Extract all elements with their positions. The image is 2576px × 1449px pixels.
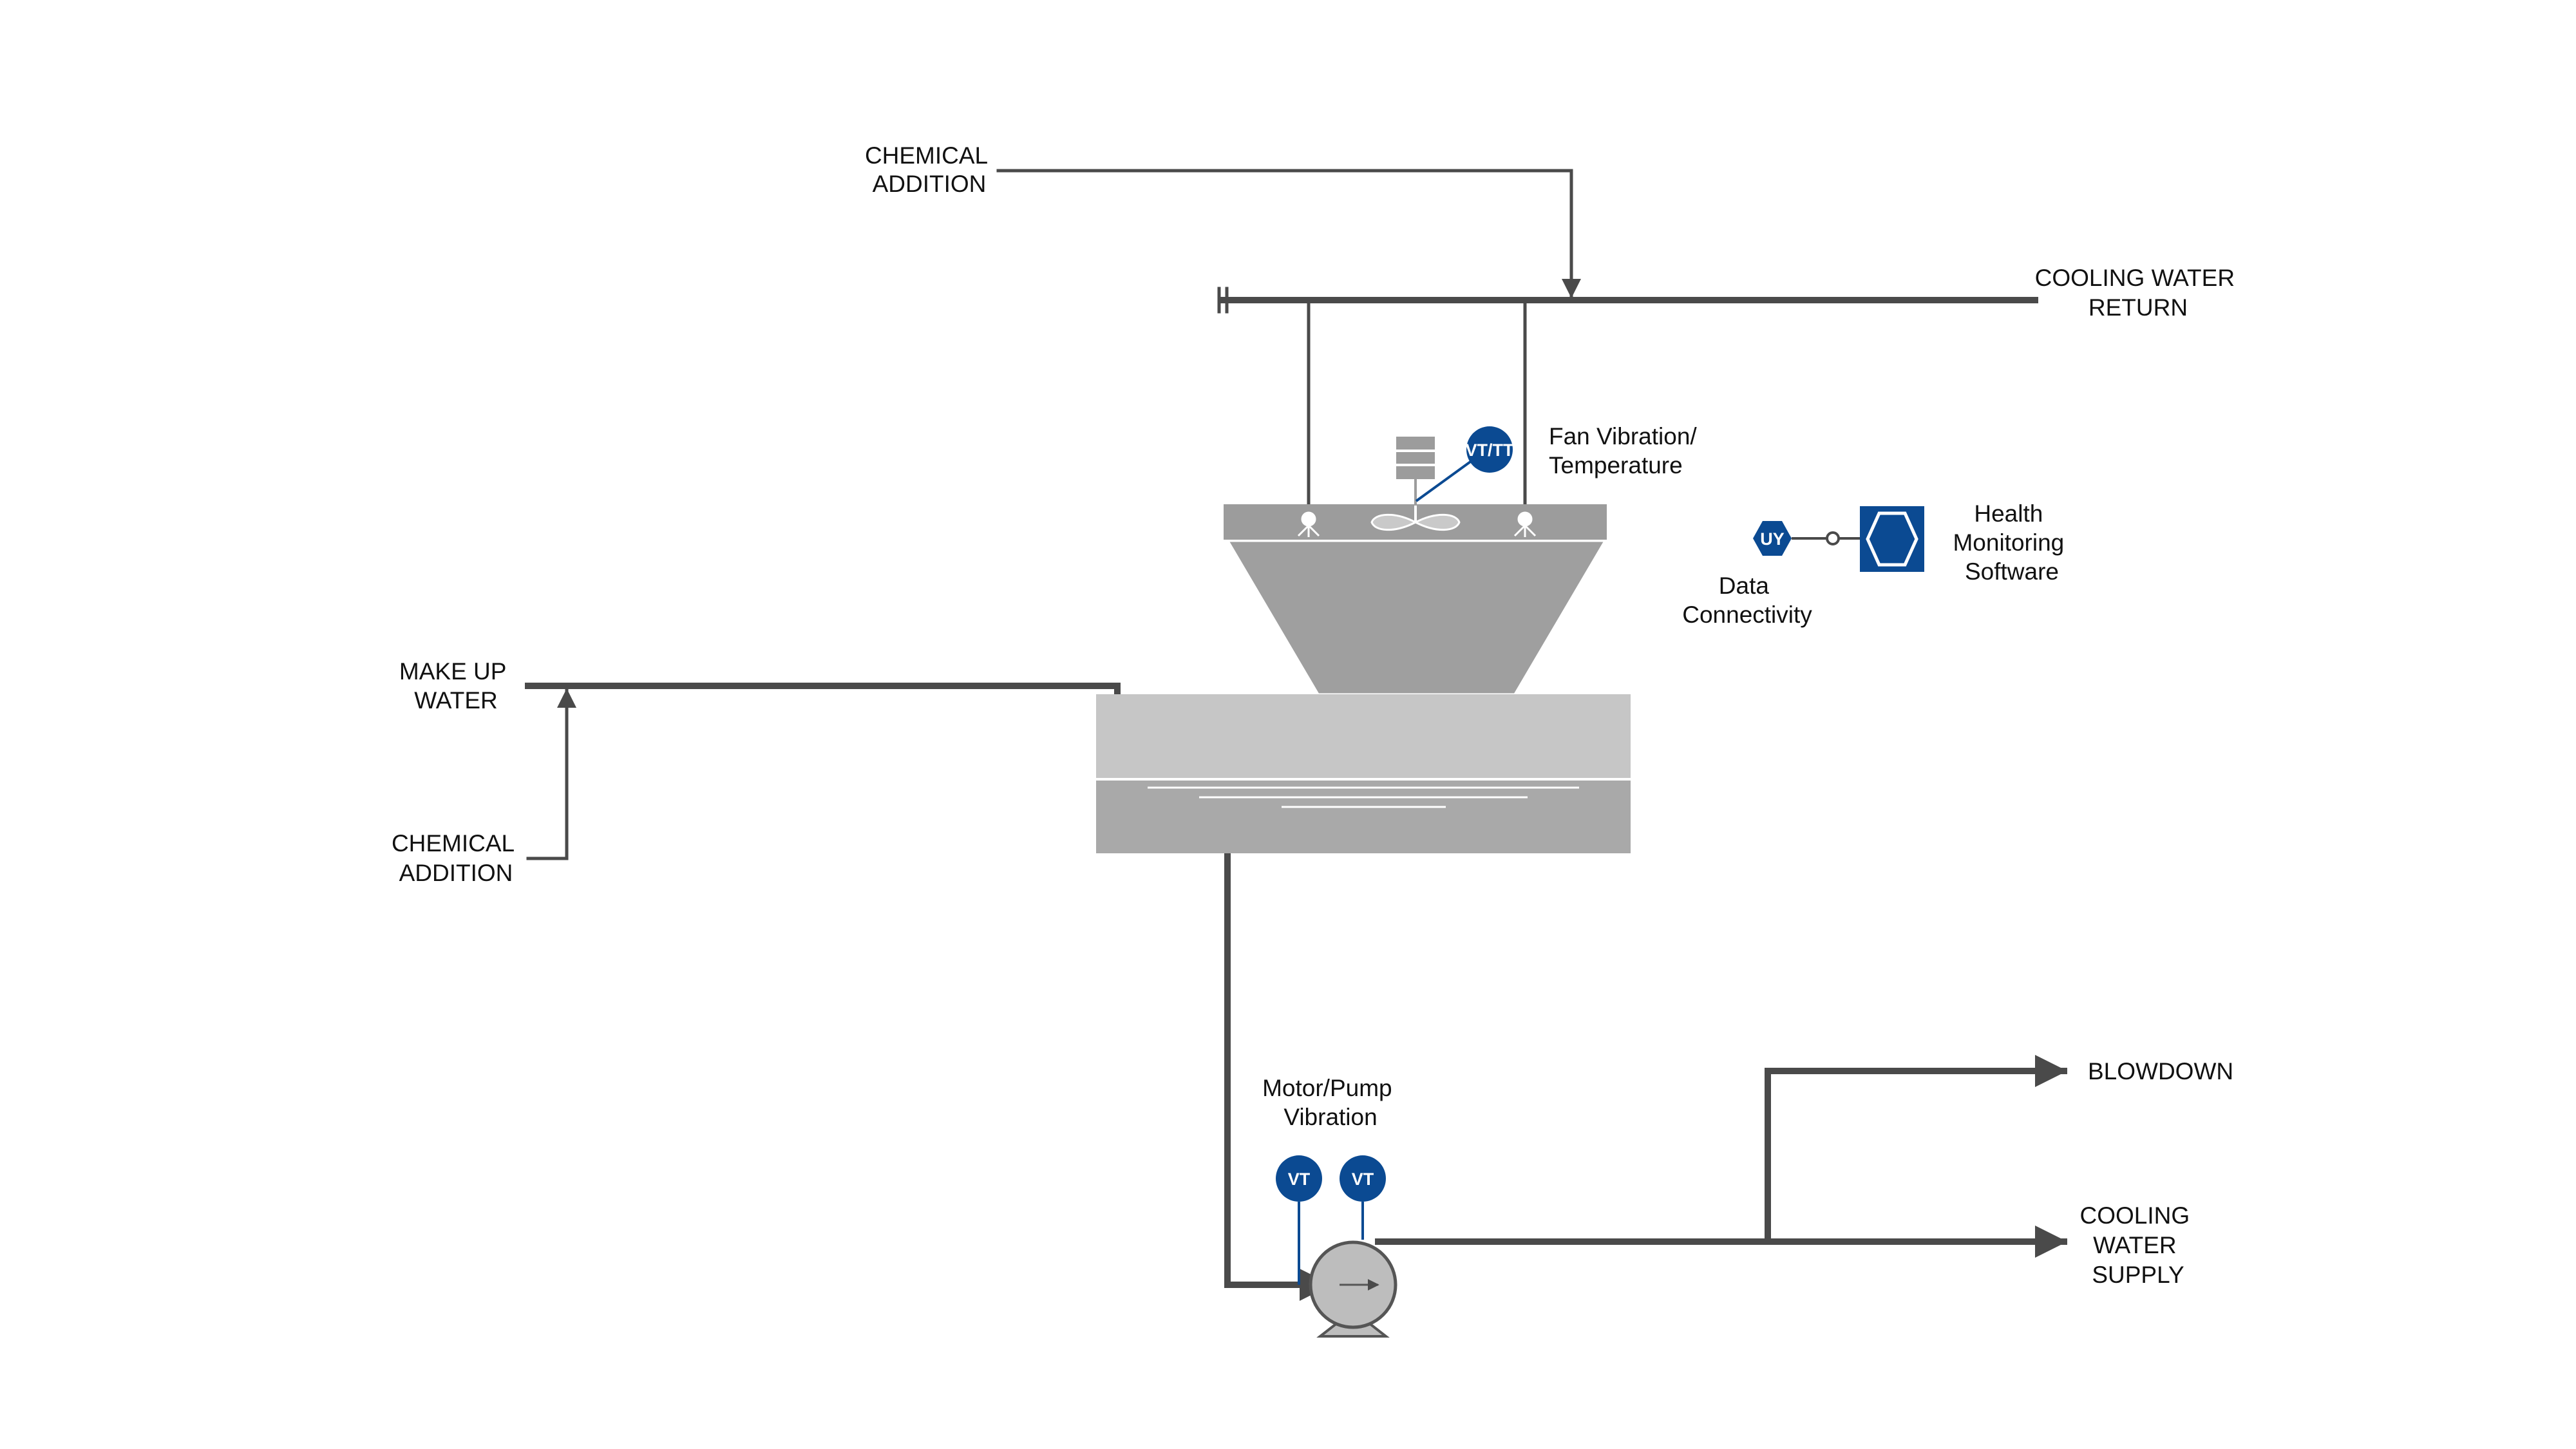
fan-transmitter-lead	[1415, 457, 1476, 502]
blowdown-label: BLOWDOWN	[2088, 1058, 2233, 1084]
health-monitoring-software-label: Health Monitoring Software	[1953, 500, 2070, 585]
connection-node	[1826, 531, 1840, 545]
vibration-transmitter-1-bubble	[1276, 1155, 1322, 1202]
tower-fill-section	[1226, 540, 1607, 696]
blowdown-line	[1765, 1055, 2067, 1245]
health-monitoring-software-icon	[1860, 506, 1924, 572]
chemical-addition-left-line	[526, 688, 576, 860]
chemical-addition-left-label: CHEMICAL ADDITION	[392, 830, 520, 886]
cooling-water-return-label: COOLING WATER RETURN	[2035, 265, 2242, 321]
data-connectivity-label: Data Connectivity	[1682, 573, 1812, 628]
fan-transmitter-bubble	[1466, 426, 1513, 473]
motor-pump-vibration-label: Motor/Pump Vibration	[1262, 1075, 1399, 1130]
cooling-water-supply-label: COOLING WATER SUPPLY	[2080, 1202, 2197, 1288]
data-connectivity-hexagon-icon	[1753, 521, 1792, 556]
fan-transmitter-tag: VT/TT	[1466, 440, 1514, 460]
data-connectivity-link: UY	[1753, 521, 1860, 556]
data-connectivity-tag: UY	[1760, 529, 1785, 549]
spray-nozzle-left-icon	[1297, 511, 1320, 537]
pipes	[525, 169, 2067, 1301]
spray-nozzle-right-icon	[1513, 511, 1537, 537]
basin-upper	[1096, 694, 1631, 778]
chemical-addition-top-line	[996, 169, 1581, 298]
vibration-transmitter-1-tag: VT	[1288, 1170, 1311, 1189]
fan-vibration-temperature-label: Fan Vibration/ Temperature	[1549, 423, 1703, 478]
basin-outlet-line	[1224, 850, 1332, 1301]
cooling-tower	[1096, 504, 1631, 853]
vibration-transmitter-2-tag: VT	[1352, 1170, 1374, 1189]
motor-pump	[1309, 1240, 1397, 1338]
fan-motor-icon	[1396, 437, 1435, 506]
make-up-water-label: MAKE UP WATER	[399, 658, 513, 714]
basin-water	[1096, 778, 1631, 853]
chemical-addition-top-label: CHEMICAL ADDITION	[865, 142, 994, 197]
make-up-water-line	[525, 683, 1133, 779]
vibration-transmitter-2-bubble	[1340, 1155, 1386, 1202]
fan-icon	[1370, 501, 1461, 531]
